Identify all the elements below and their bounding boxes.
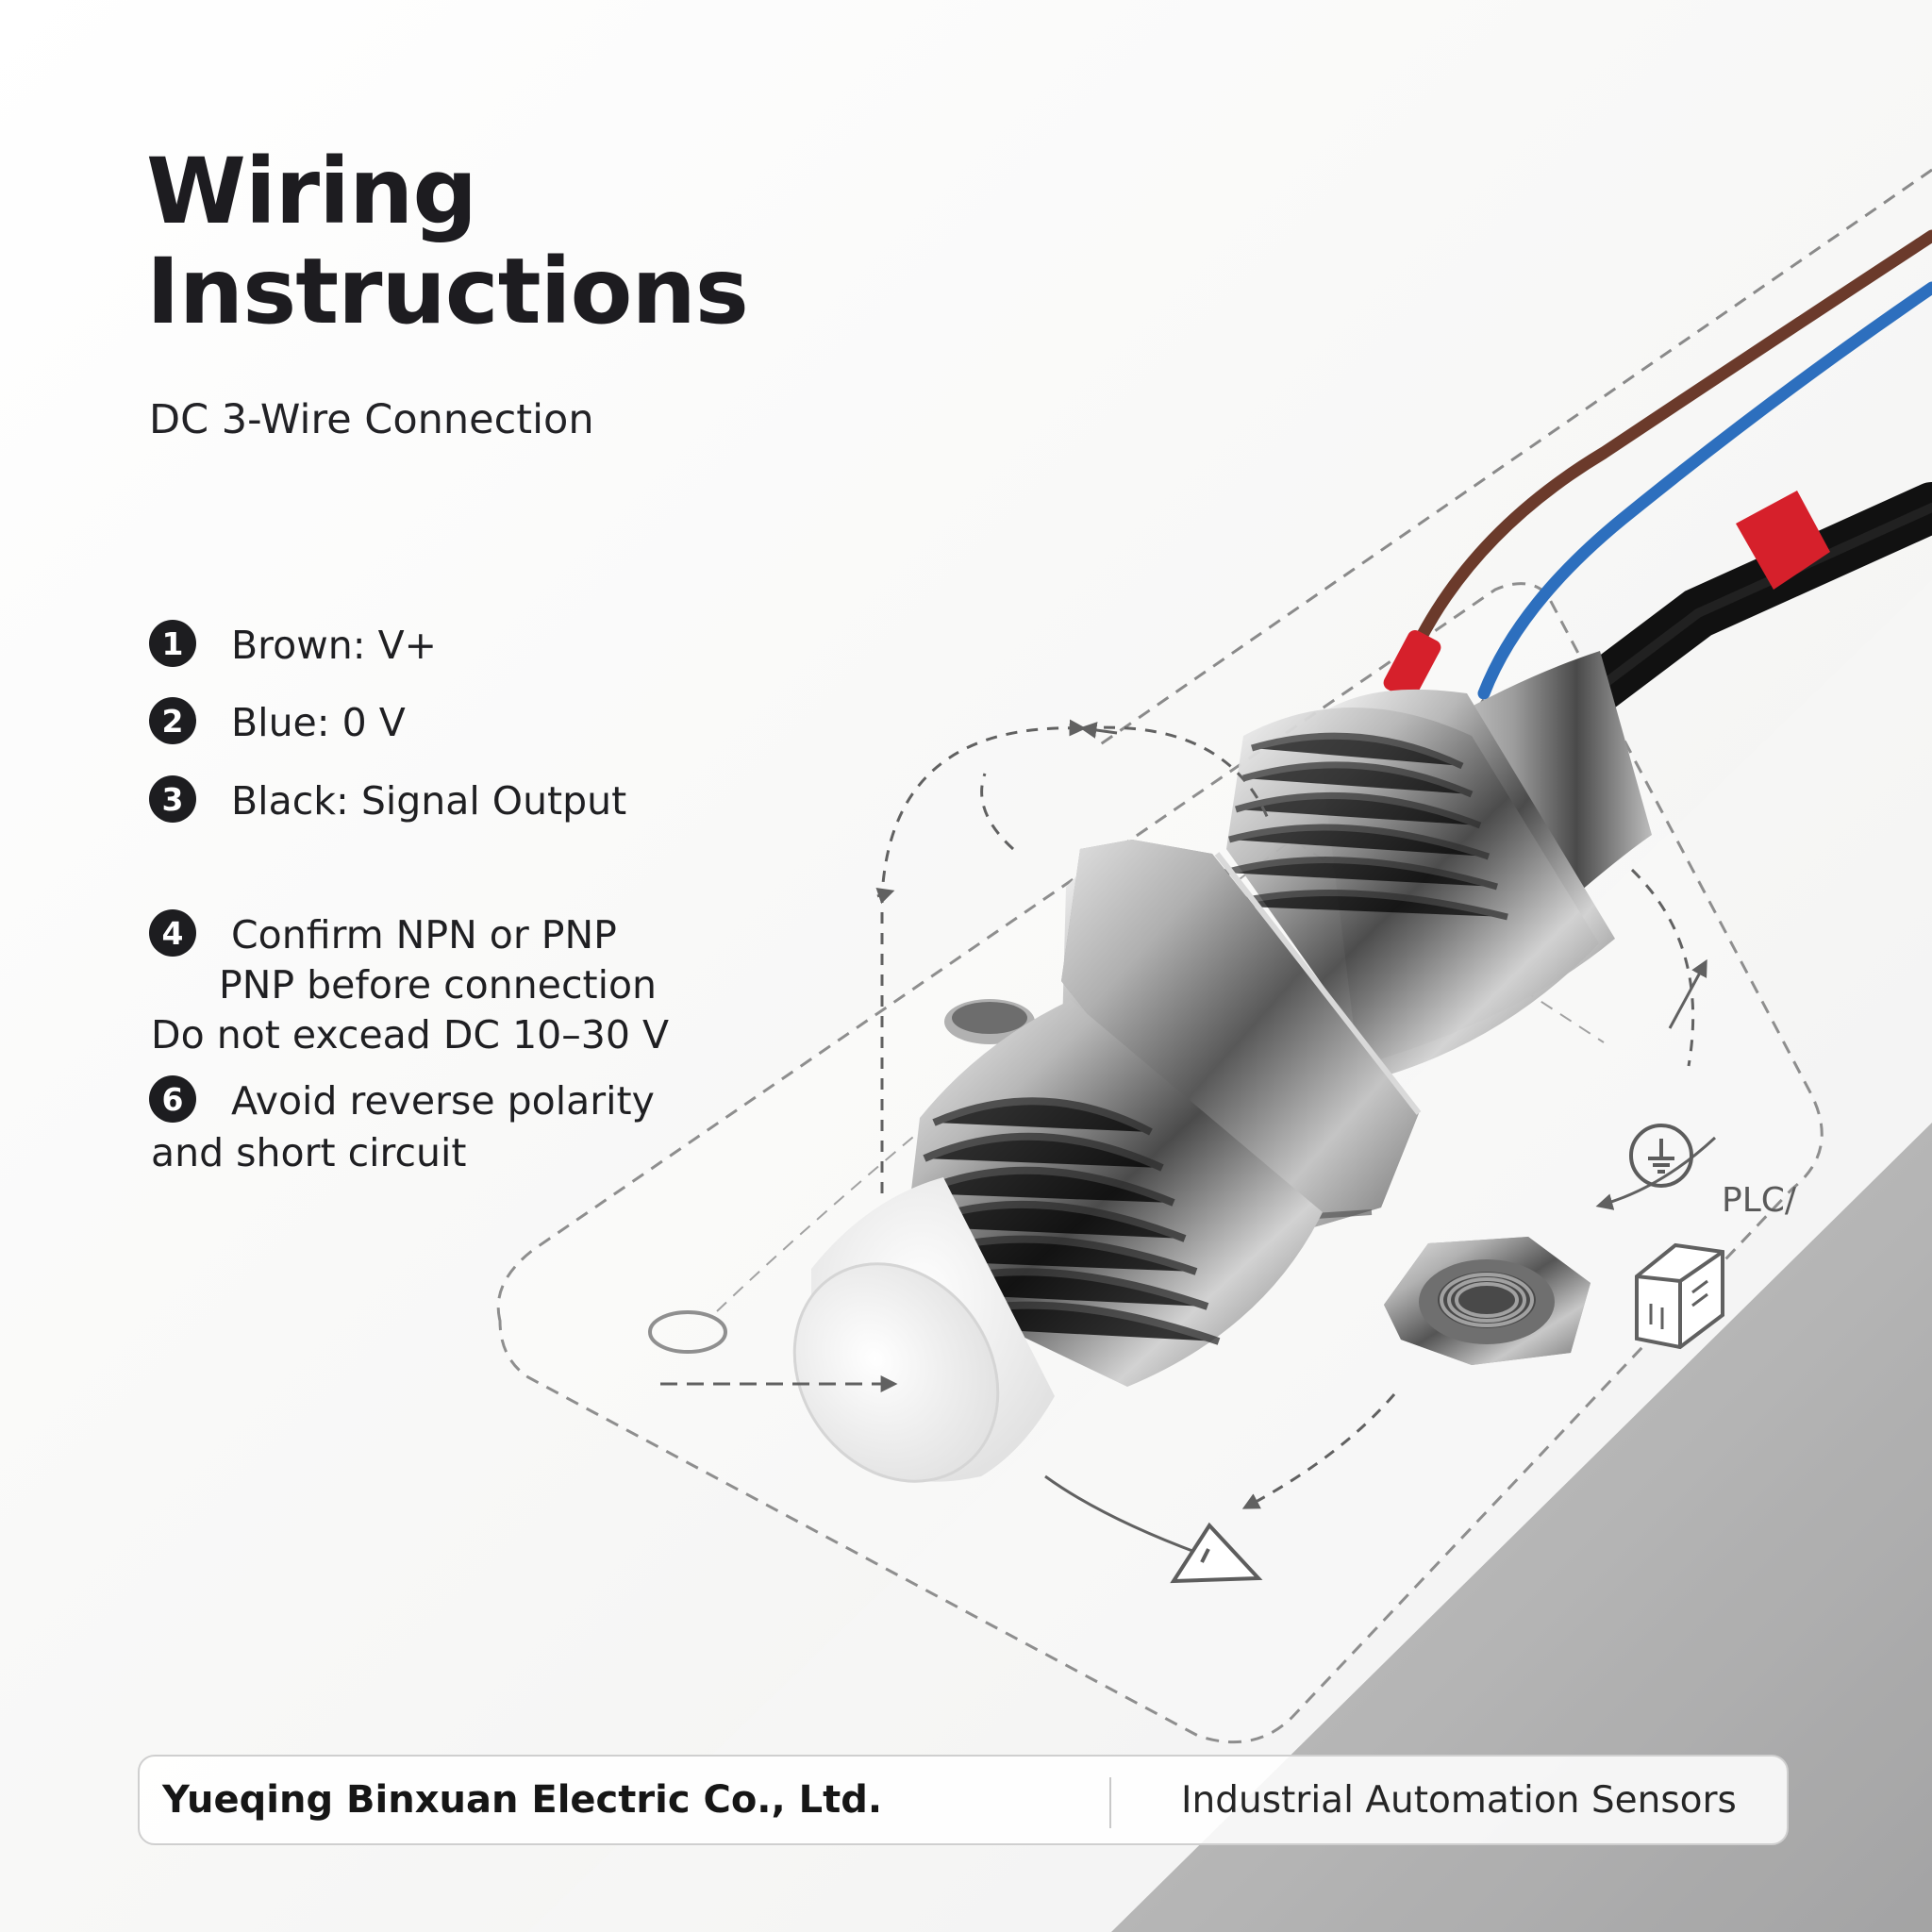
list-item-blue: 2 Blue: 0 V [149, 697, 406, 749]
list-item-npn-pnp: 4 Confirm NPN or PNP [149, 909, 617, 961]
list-item-polarity: 6 Avoid reverse polarity [149, 1075, 655, 1127]
note-line: Confirm NPN or PNP [231, 912, 617, 958]
mounting-hole-bottom [648, 1310, 727, 1354]
list-item-text: Brown: V+ [231, 623, 437, 668]
plc-label: PLC/ [1722, 1181, 1797, 1220]
voltage-warning: Do not excead DC 10–30 V [151, 1012, 670, 1058]
footer-tagline: Industrial Automation Sensors [1181, 1779, 1737, 1822]
page-title: Wiring Instructions [146, 142, 807, 341]
list-item-text: Black: Signal Output [231, 778, 627, 824]
list-item-black: 3 Black: Signal Output [149, 775, 627, 827]
title-line-1: Wiring [146, 139, 477, 244]
footer-divider [1109, 1777, 1111, 1828]
plc-module-icon [1635, 1242, 1724, 1350]
sensor-body [792, 651, 1652, 1483]
footer-bar: Yueqing Binxuan Electric Co., Ltd. Indus… [138, 1755, 1789, 1845]
step-badge: 6 [149, 1075, 196, 1123]
step-badge: 2 [149, 697, 196, 744]
step-badge: 1 [149, 620, 196, 667]
title-line-2: Instructions [146, 239, 749, 344]
warning-triangle-icon [1170, 1522, 1263, 1584]
hex-nut [1384, 1237, 1591, 1365]
list-item-brown: 1 Brown: V+ [149, 620, 437, 672]
ground-symbol-icon [1629, 1124, 1693, 1188]
step-badge: 4 [149, 909, 196, 957]
motion-arrows [660, 719, 1717, 1560]
company-name: Yueqing Binxuan Electric Co., Ltd. [162, 1778, 883, 1822]
note-line: PNP before connection [219, 962, 658, 1008]
note-line: and short circuit [151, 1130, 467, 1175]
note-line: Avoid reverse polarity [231, 1078, 655, 1124]
list-item-text: Blue: 0 V [231, 700, 406, 745]
page-subtitle: DC 3-Wire Connection [149, 396, 594, 443]
step-badge: 3 [149, 775, 196, 823]
